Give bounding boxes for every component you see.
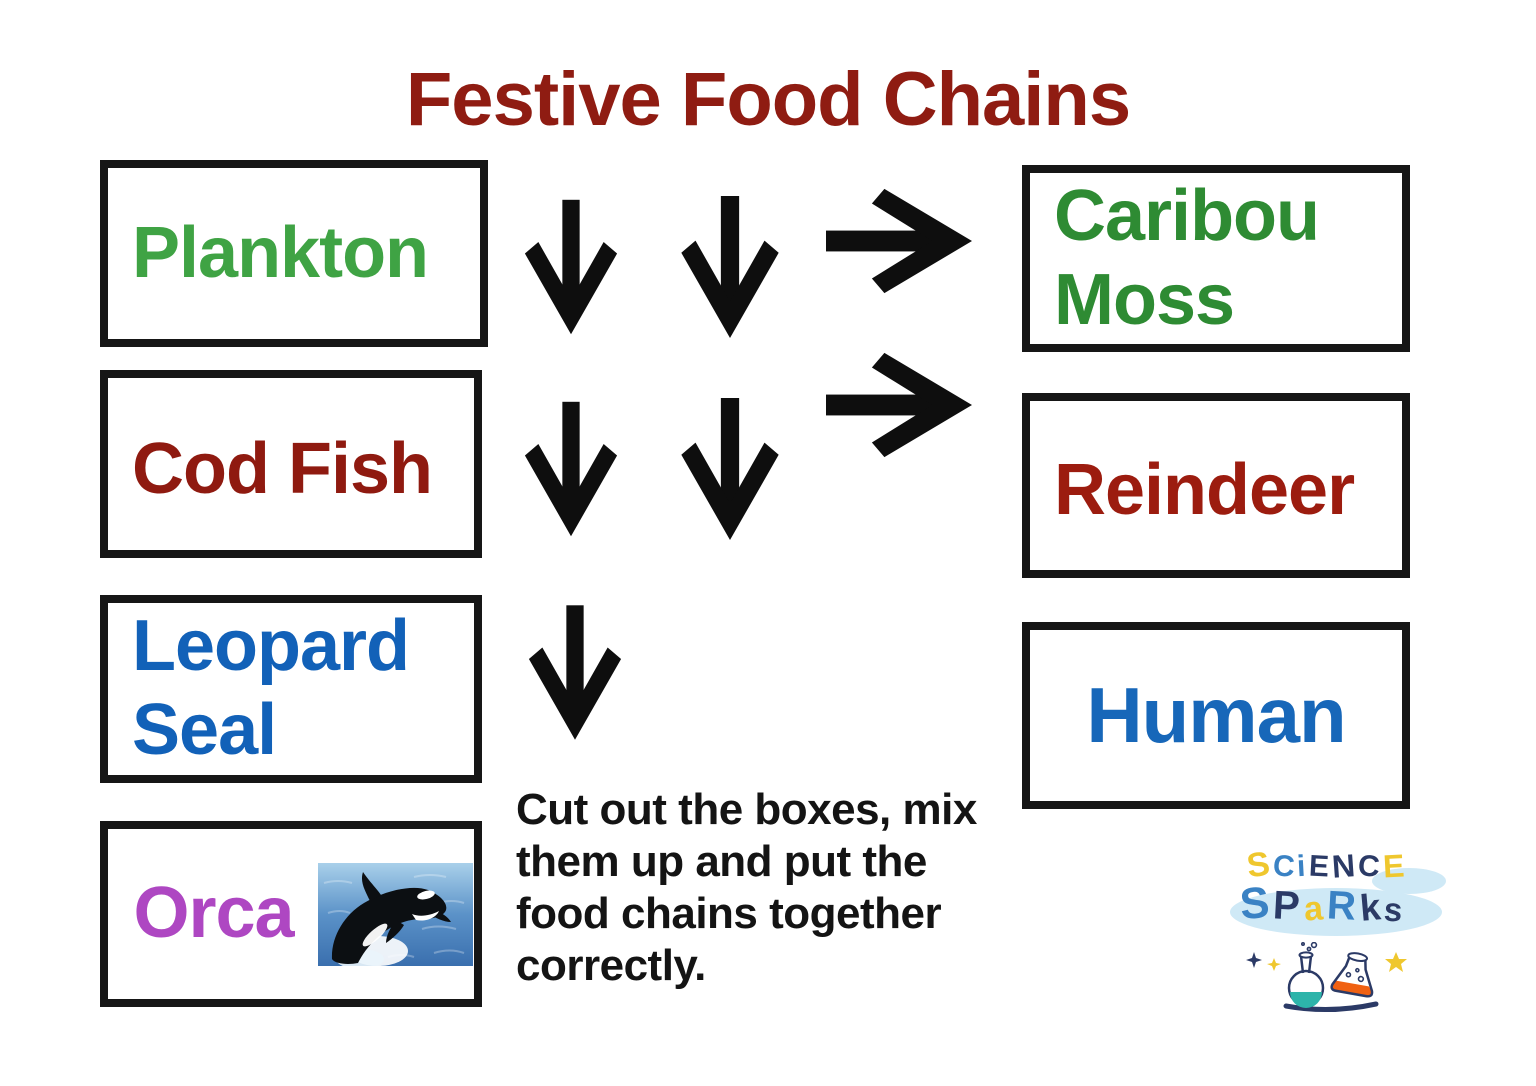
box-cod-fish-label: Cod Fish <box>132 429 433 510</box>
logo-word-science: S C i E N C E <box>1244 845 1405 886</box>
bubbles <box>1301 942 1318 952</box>
down-arrow-icon-2 <box>681 196 779 338</box>
box-reindeer: Reindeer <box>1022 393 1410 578</box>
box-plankton-label: Plankton <box>132 212 429 293</box>
logo-splash-2 <box>1372 868 1446 894</box>
box-leopard-seal-line2: Seal <box>132 690 277 770</box>
instructions-text: Cut out the boxes, mix them up and put t… <box>516 784 977 992</box>
box-plankton: Plankton <box>100 160 488 347</box>
box-cod-fish: Cod Fish <box>100 370 482 558</box>
orca-photo <box>317 862 473 966</box>
box-caribou-moss: Caribou Moss <box>1022 165 1410 352</box>
logo-flasks-art <box>1246 942 1407 1013</box>
box-caribou-moss-line1: Caribou <box>1054 175 1320 256</box>
logo-letter: R <box>1325 883 1357 929</box>
star-icon <box>1267 958 1281 971</box>
logo-letter: k <box>1358 886 1383 929</box>
science-sparks-logo: S C i E N C E S P a R k s <box>1230 842 1446 1042</box>
logo-letter: a <box>1302 889 1325 929</box>
box-leopard-seal-line1: Leopard <box>132 606 410 687</box>
box-human: Human <box>1022 622 1410 809</box>
logo-letter: i <box>1296 849 1307 884</box>
instructions-line-3: food chains together <box>516 888 942 938</box>
bubbles <box>1345 967 1365 983</box>
box-orca: Orca <box>100 821 482 1007</box>
star-icon <box>1385 952 1407 972</box>
right-arrow-icon-1 <box>826 188 972 294</box>
conical-flask-icon <box>1330 952 1374 998</box>
orca-chin <box>411 910 439 921</box>
orca-eye-patch <box>416 890 435 899</box>
logo-letter: E <box>1381 847 1405 885</box>
logo-word-sparks: S P a R k s <box>1237 877 1405 930</box>
down-arrow-icon-5 <box>528 605 622 740</box>
star-icon <box>1246 952 1262 968</box>
logo-splash <box>1230 888 1442 936</box>
logo-letter: P <box>1272 883 1302 929</box>
box-orca-label: Orca <box>133 873 294 954</box>
box-human-label: Human <box>1086 671 1346 760</box>
logo-letter: N <box>1330 847 1357 885</box>
instructions-line-1: Cut out the boxes, mix <box>516 785 977 834</box>
down-arrow-icon-1 <box>524 199 618 335</box>
instructions-line-2: them up and put the <box>516 836 927 886</box>
page-title: Festive Food Chains <box>405 57 1131 142</box>
logo-underline <box>1283 1001 1379 1013</box>
instructions-line-4: correctly. <box>516 940 706 990</box>
logo-letter: S <box>1237 877 1272 930</box>
box-caribou-moss-line2: Moss <box>1054 259 1235 340</box>
logo-letter: C <box>1356 849 1381 884</box>
down-arrow-icon-3 <box>524 401 618 537</box>
logo-letter: E <box>1307 849 1330 884</box>
logo-letter: s <box>1383 890 1405 929</box>
down-arrow-icon-4 <box>681 398 779 540</box>
right-arrow-icon-2 <box>826 352 972 458</box>
round-flask-icon <box>1287 942 1325 1008</box>
orca-belly-patch <box>362 923 387 946</box>
box-reindeer-label: Reindeer <box>1054 449 1355 530</box>
logo-letter: C <box>1271 849 1296 884</box>
box-leopard-seal: Leopard Seal <box>100 595 482 783</box>
